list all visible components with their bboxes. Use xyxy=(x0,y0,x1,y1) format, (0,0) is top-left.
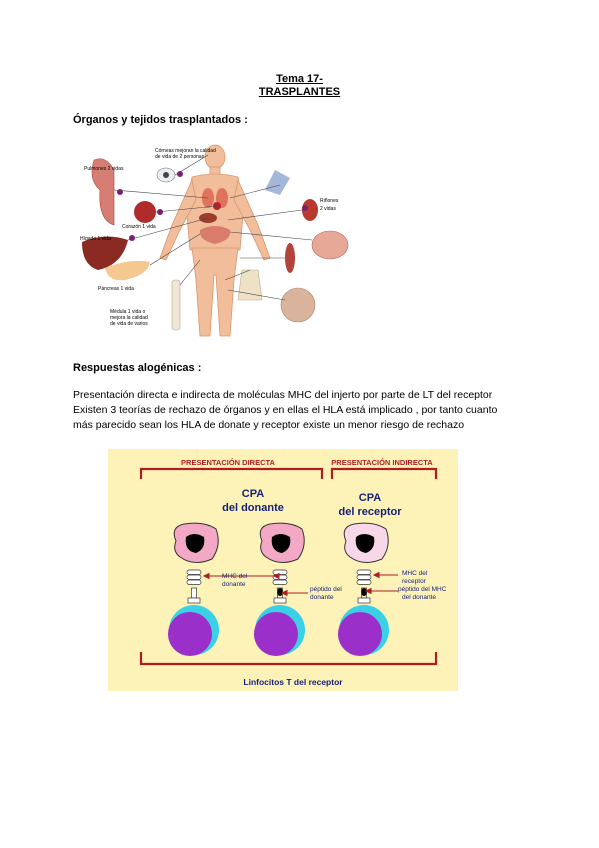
label-cpa-receptor-1: CPA xyxy=(359,492,381,504)
cell-stack-indirect xyxy=(338,522,389,656)
label-medula-2: mejora la calidad xyxy=(110,315,148,321)
label-rinones-2: 2 vidas xyxy=(320,206,336,212)
muscle-thumbnail xyxy=(285,243,295,273)
label-presentacion-indirecta: PRESENTACIÓN INDIRECTA xyxy=(331,458,433,467)
intestine-shape xyxy=(199,226,231,244)
organs-illustration: Córneas mejoran la calidad de vida de 2 … xyxy=(80,144,349,337)
doc-title-line1: Tema 17- xyxy=(276,73,323,85)
label-corneas-2: de vida de 2 personas xyxy=(155,154,205,160)
label-peptido-receptor-1: péptido del MHC xyxy=(398,586,447,593)
knee-thumbnail xyxy=(237,269,263,301)
label-peptido-receptor-2: del donante xyxy=(402,594,436,601)
body-paragraph: Presentación directa e indirecta de molé… xyxy=(73,388,533,433)
label-medula-1: Médula 1 vida o xyxy=(110,309,146,315)
label-presentacion-directa: PRESENTACIÓN DIRECTA xyxy=(181,458,275,467)
heart-thumbnail xyxy=(134,201,156,223)
label-mhc-donante-1: MHC del xyxy=(222,573,248,580)
label-rinones-1: Riñones xyxy=(320,198,339,204)
label-cpa-donante-2: del donante xyxy=(222,502,284,514)
cell-stack-direct-1 xyxy=(168,522,219,656)
lung-thumbnail xyxy=(91,158,115,226)
vessel-thumbnail xyxy=(265,170,290,195)
label-higado: Hígado 1 vida xyxy=(80,236,111,242)
label-cpa-receptor-2: del receptor xyxy=(339,506,403,518)
label-mhc-receptor-2: receptor xyxy=(402,578,427,585)
cell-stack-direct-2 xyxy=(254,522,305,656)
skin-thumbnail xyxy=(280,287,316,323)
paragraph-line-1: Presentación directa e indirecta de molé… xyxy=(73,389,493,401)
label-peptido-donante-1: péptido del xyxy=(310,586,342,593)
liver-thumbnail xyxy=(82,236,128,270)
label-medula-3: de vida de varios xyxy=(110,321,148,327)
paragraph-line-3: más parecido sean los HLA de donate y re… xyxy=(73,419,465,431)
label-linfocitos: Linfocitos T del receptor xyxy=(243,677,343,687)
label-pancreas: Páncreas 1 vida xyxy=(98,286,134,292)
label-peptido-donante-2: donante xyxy=(310,594,334,601)
bone-thumbnail xyxy=(171,279,181,331)
kidney-thumbnail xyxy=(302,199,318,221)
intestine-thumbnail xyxy=(311,230,349,260)
label-mhc-receptor-1: MHC del xyxy=(402,570,428,577)
doc-title-line2: TRASPLANTES xyxy=(258,86,341,98)
immune-presentation-diagram: PRESENTACIÓN DIRECTA PRESENTACIÓN INDIRE… xyxy=(108,449,458,691)
label-cpa-donante-1: CPA xyxy=(242,488,264,500)
section-heading-organs: Órganos y tejidos trasplantados : xyxy=(73,114,248,126)
pancreas-thumbnail xyxy=(105,260,150,281)
label-corneas-1: Córneas mejoran la calidad xyxy=(155,148,216,154)
paragraph-line-2: Existen 3 teorías de rechazo de órganos … xyxy=(73,404,498,416)
label-pulmones: Pulmones 2 vidas xyxy=(84,166,124,172)
label-corazon: Corazón 1 vida xyxy=(122,224,156,230)
label-mhc-donante-2: donante xyxy=(222,581,246,588)
section-heading-alogenic: Respuestas alogénicas : xyxy=(73,362,202,374)
